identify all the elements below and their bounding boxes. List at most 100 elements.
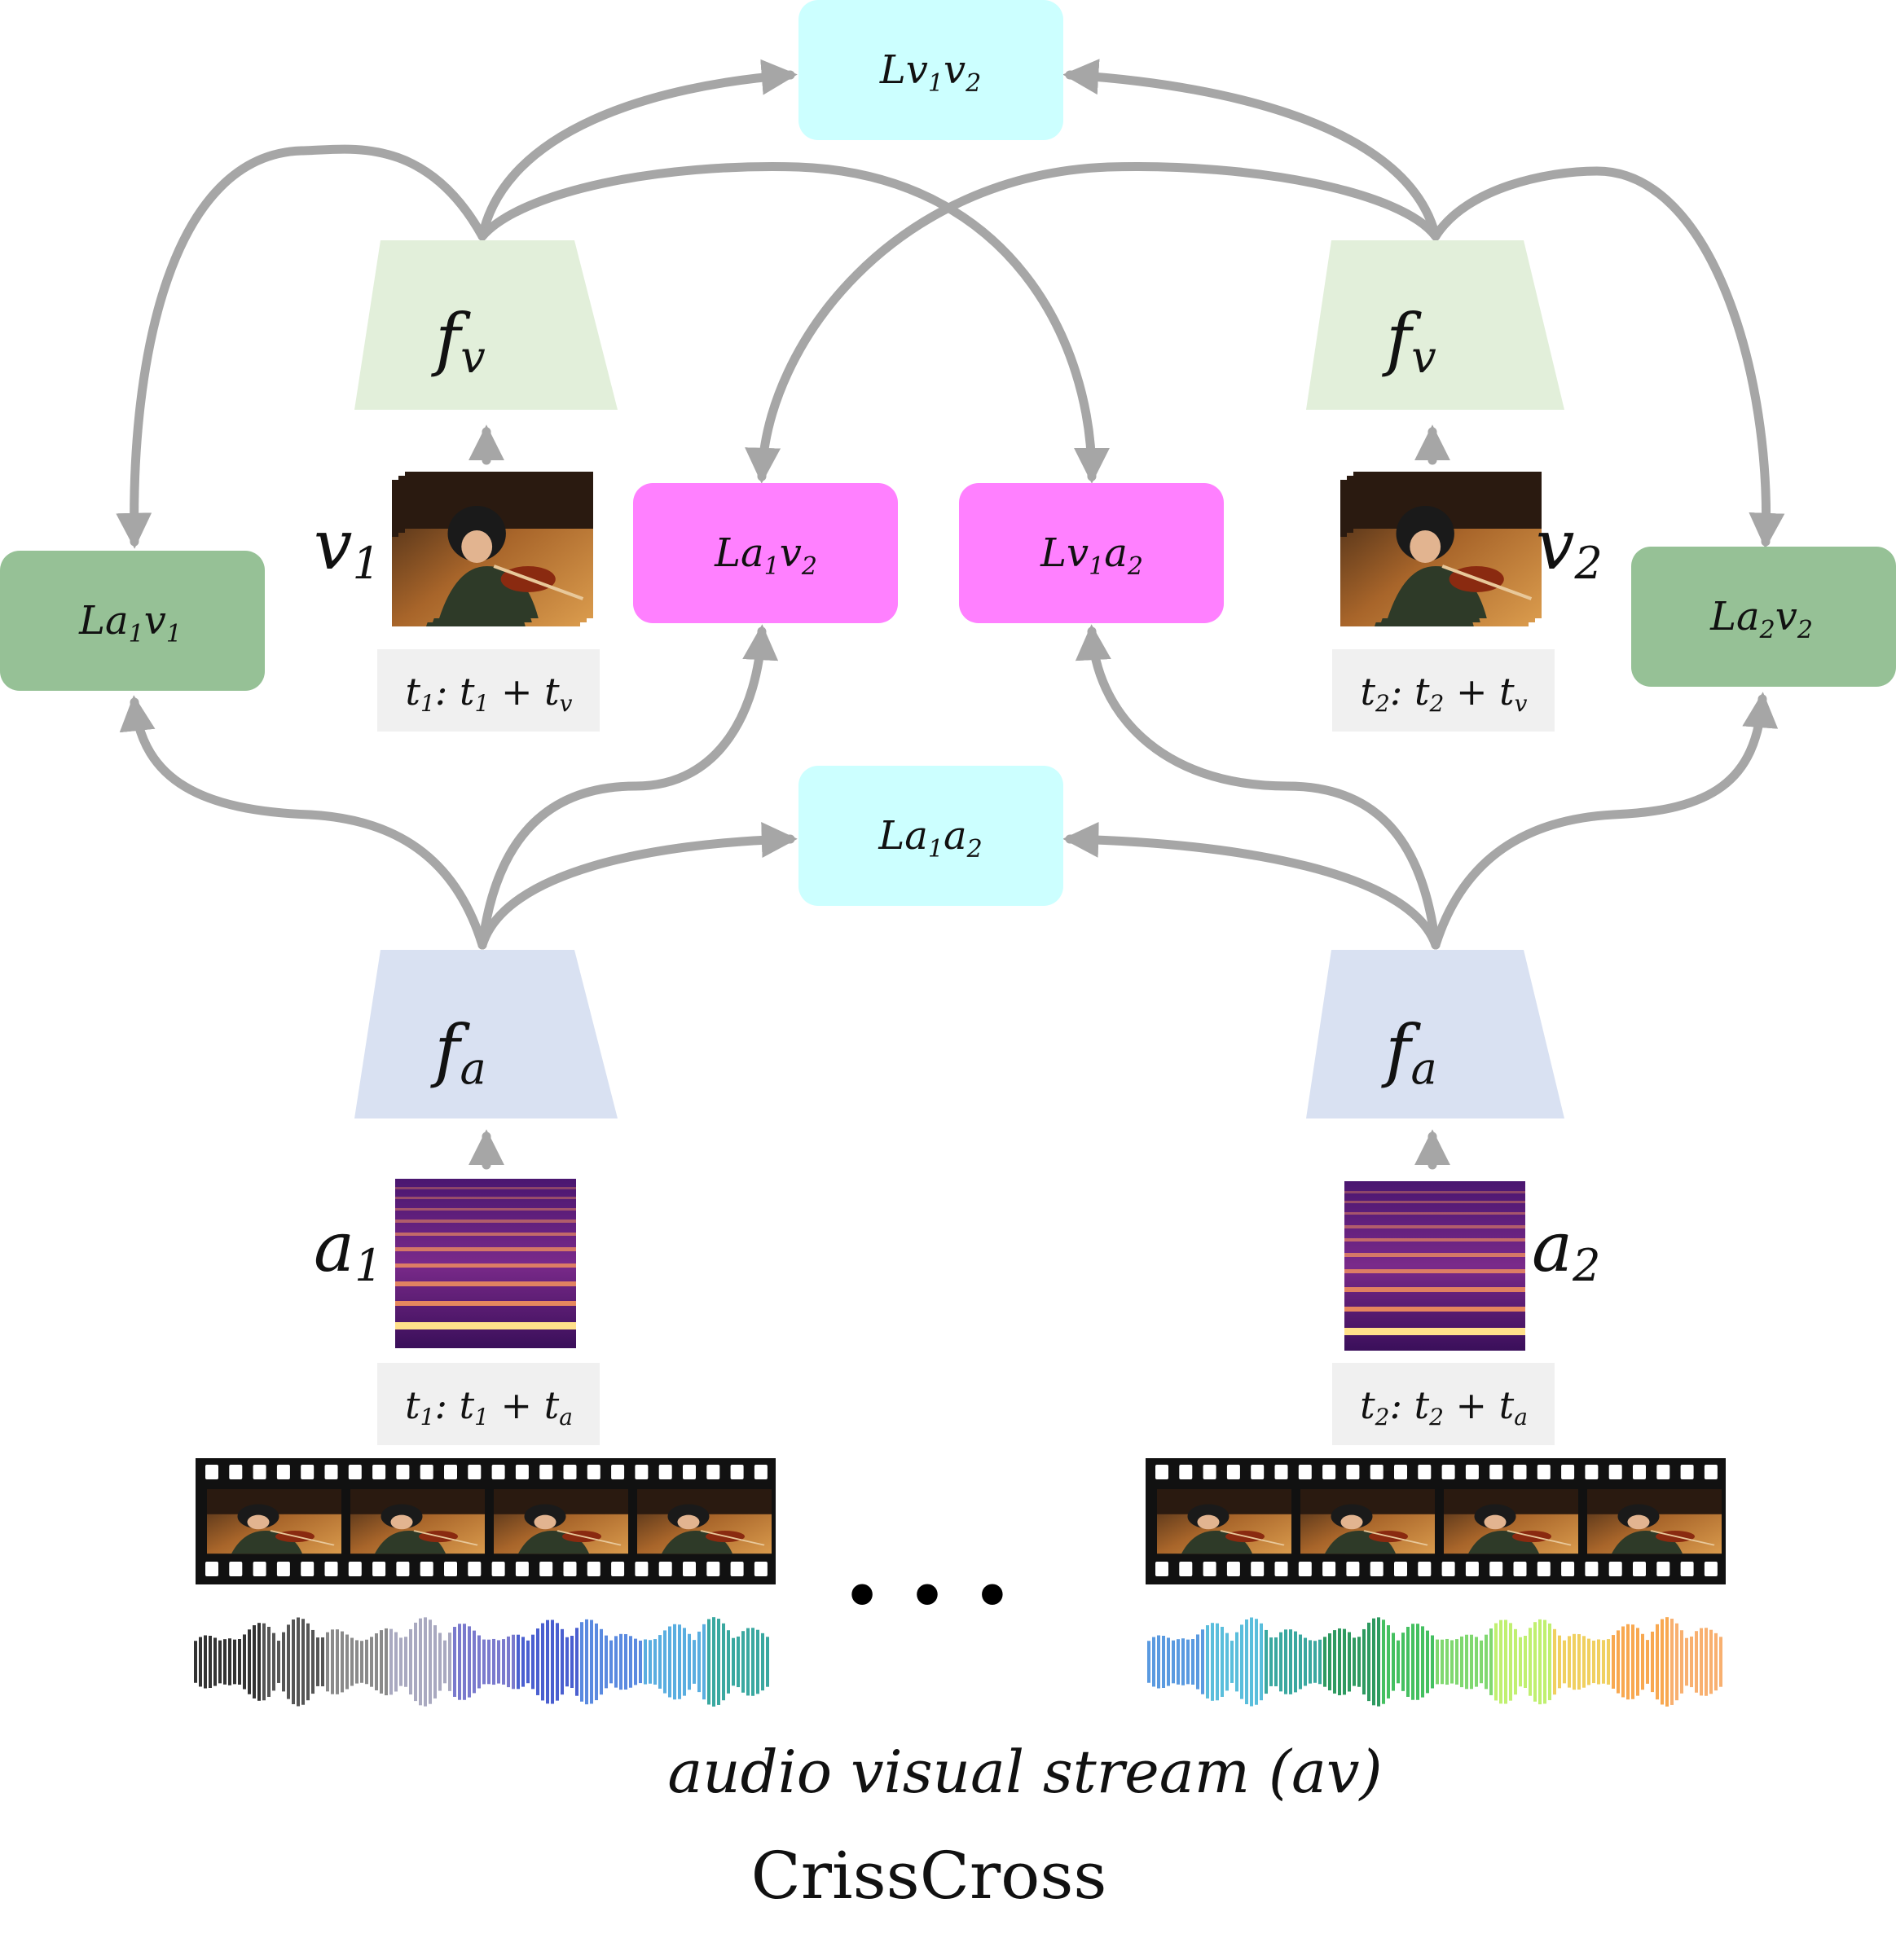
- waveform-bar: [673, 1624, 676, 1700]
- waveform-bar: [223, 1639, 227, 1685]
- waveform-bar: [702, 1624, 706, 1700]
- svg-text:t2: t2 + ta: t2: t2 + ta: [1360, 1383, 1528, 1430]
- loss-a1v2-box: La1v2: [633, 483, 898, 623]
- sprocket-hole: [1418, 1562, 1432, 1576]
- waveform-bar: [1577, 1633, 1581, 1690]
- waveform-bar: [463, 1624, 466, 1700]
- sprocket-hole: [1370, 1465, 1384, 1479]
- sprocket-hole: [1274, 1562, 1288, 1576]
- waveform-bar: [1656, 1624, 1659, 1700]
- waveform-bar: [536, 1628, 539, 1695]
- waveform-bar: [1167, 1637, 1170, 1686]
- sprocket-hole: [1489, 1465, 1503, 1479]
- waveform-bar: [1416, 1624, 1419, 1700]
- waveform-bar: [301, 1619, 305, 1705]
- waveform-bar: [341, 1631, 344, 1693]
- waveform-bar: [370, 1637, 373, 1687]
- sprocket-hole: [276, 1562, 290, 1576]
- time-range-t2-video: t2: t2 + tv: [1332, 649, 1555, 732]
- waveform-bar: [1387, 1625, 1390, 1699]
- sprocket-hole: [1441, 1465, 1455, 1479]
- waveform-bar: [306, 1623, 310, 1701]
- waveform-bar: [1318, 1639, 1322, 1685]
- waveform-bar: [448, 1633, 451, 1691]
- waveform-bar: [438, 1633, 442, 1691]
- waveform-bar: [766, 1637, 769, 1687]
- waveform-bar: [1553, 1628, 1556, 1695]
- sprocket-hole: [1513, 1465, 1527, 1479]
- svg-text:t2: t2 + tv: t2: t2 + tv: [1361, 670, 1528, 717]
- waveform-bar: [1338, 1628, 1341, 1696]
- waveform-bar: [433, 1625, 437, 1699]
- waveform-bar: [580, 1622, 583, 1702]
- sprocket-hole: [1561, 1465, 1575, 1479]
- sprocket-hole: [372, 1465, 386, 1479]
- sprocket-hole: [1203, 1465, 1216, 1479]
- sprocket-hole: [1441, 1562, 1455, 1576]
- waveform-bar: [394, 1632, 398, 1692]
- waveform-bar: [1494, 1623, 1498, 1701]
- waveform-bar: [458, 1624, 461, 1700]
- waveform-bar: [1499, 1619, 1502, 1704]
- waveform-bar: [653, 1639, 657, 1685]
- sprocket-hole: [324, 1562, 338, 1576]
- waveform-bar: [1514, 1628, 1517, 1695]
- diagram-title: CrissCross: [751, 1838, 1107, 1914]
- waveform-bar: [1294, 1631, 1297, 1693]
- sprocket-hole: [468, 1465, 482, 1479]
- sprocket-hole: [1203, 1562, 1216, 1576]
- waveform-bar: [257, 1623, 261, 1701]
- waveform-bar: [1636, 1628, 1639, 1696]
- svg-text:La2v2: La2v2: [1709, 594, 1813, 644]
- sprocket-hole: [420, 1465, 433, 1479]
- loss-a2v2-box: La2v2: [1631, 547, 1896, 687]
- sprocket-hole: [1680, 1562, 1694, 1576]
- waveform-bar: [737, 1636, 740, 1688]
- sprocket-hole: [635, 1562, 649, 1576]
- arrow-fa2-to-La2v2: [1431, 692, 1779, 950]
- waveform-bar: [1269, 1637, 1273, 1686]
- sprocket-hole: [444, 1465, 457, 1479]
- waveform-bar: [1485, 1634, 1488, 1690]
- sprocket-hole: [205, 1465, 218, 1479]
- waveform-bar: [1274, 1637, 1278, 1687]
- sprocket-hole: [1513, 1562, 1527, 1576]
- waveform-bar: [1519, 1637, 1522, 1687]
- sprocket-hole: [491, 1465, 505, 1479]
- waveform-bar: [424, 1617, 427, 1707]
- sprocket-hole: [491, 1562, 505, 1576]
- sprocket-hole: [1633, 1562, 1646, 1576]
- sprocket-hole: [324, 1465, 338, 1479]
- waveform-bar: [507, 1636, 510, 1688]
- waveform-bar: [1709, 1629, 1713, 1694]
- sprocket-hole: [730, 1562, 744, 1576]
- waveform-bar: [629, 1636, 632, 1688]
- waveform-bar: [1240, 1624, 1243, 1699]
- waveform-bar: [751, 1628, 754, 1696]
- svg-text:Lv1v2: Lv1v2: [879, 47, 981, 98]
- waveform-bar: [605, 1635, 608, 1689]
- waveform-bar: [1700, 1628, 1703, 1696]
- sprocket-hole: [396, 1465, 410, 1479]
- sprocket-hole: [1155, 1465, 1168, 1479]
- waveform-bar: [624, 1633, 627, 1690]
- sprocket-hole: [1346, 1562, 1360, 1576]
- arrow-fv2-to-La2v2: [1431, 166, 1785, 549]
- sprocket-hole: [276, 1465, 290, 1479]
- waveform-bar: [267, 1626, 271, 1698]
- waveform-bar: [345, 1634, 349, 1690]
- sprocket-hole: [1322, 1465, 1336, 1479]
- waveform-bar: [389, 1628, 393, 1695]
- sprocket-hole: [1322, 1562, 1336, 1576]
- waveform-bar: [385, 1628, 388, 1696]
- waveform-bar: [1641, 1633, 1644, 1690]
- sprocket-hole: [1298, 1562, 1312, 1576]
- sprocket-hole: [1704, 1465, 1718, 1479]
- waveform-bar: [336, 1629, 339, 1694]
- stream-caption: audio visual stream (av): [667, 1738, 1382, 1806]
- waveform-bar: [541, 1623, 544, 1701]
- waveform-bar: [1690, 1636, 1693, 1688]
- sprocket-hole: [611, 1562, 625, 1576]
- waveform-bar: [1548, 1623, 1551, 1701]
